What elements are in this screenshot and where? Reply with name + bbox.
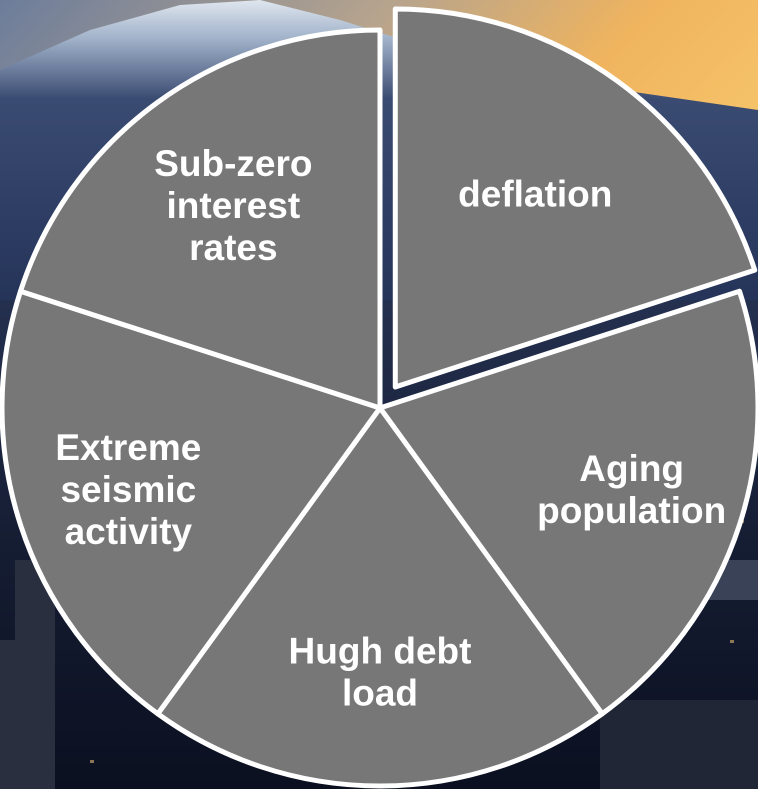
pie-slice-sub-zero-interest-rates bbox=[18, 27, 383, 411]
slice-label-deflation: deflation bbox=[458, 173, 612, 214]
pie-slice-hugh-debt-load bbox=[155, 405, 605, 789]
pie-slice-deflation bbox=[392, 6, 758, 390]
pie-slice-aging-population bbox=[377, 288, 758, 717]
towers bbox=[0, 560, 758, 789]
pie-slice-extreme-seismic-activity bbox=[0, 288, 383, 717]
